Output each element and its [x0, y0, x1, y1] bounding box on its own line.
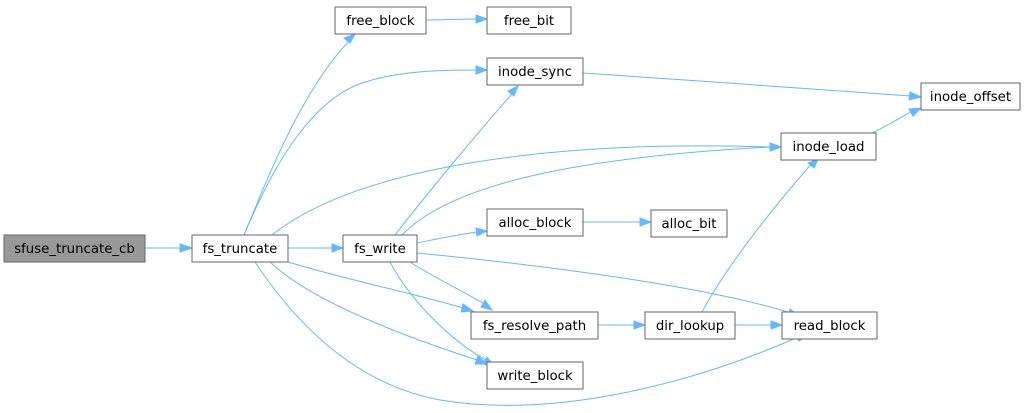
- edge-fs_write-to-inode_load: [401, 142, 783, 236]
- nodes-layer: sfuse_truncate_cb fs_truncate free_block fr…: [3, 6, 1021, 390]
- edge-line: [271, 145, 772, 236]
- edge-line: [701, 161, 814, 313]
- node-box: [486, 361, 584, 390]
- node-inode-sync[interactable]: inode_sync: [486, 57, 584, 86]
- edge-line: [269, 261, 478, 361]
- edge-line: [416, 252, 792, 314]
- arrow-head: [633, 320, 647, 330]
- node-free-block[interactable]: free_block: [334, 6, 427, 35]
- node-box: [486, 57, 584, 86]
- edge-line: [425, 18, 478, 21]
- edge-fs_truncate-to-fs_write: [288, 243, 345, 253]
- node-label: inode_sync: [498, 65, 572, 80]
- edge-inode_load-to-inode_offset: [871, 107, 923, 134]
- node-alloc-block[interactable]: alloc_block: [486, 208, 584, 237]
- node-sfuse-truncate-cb[interactable]: sfuse_truncate_cb: [3, 234, 146, 263]
- arrow-head: [807, 158, 819, 169]
- edge-fs_write-to-fs_resolve_path: [409, 261, 494, 311]
- arrow-head: [475, 227, 489, 237]
- node-box: [342, 234, 418, 263]
- arrow-head: [343, 33, 357, 44]
- arrow-head: [908, 91, 923, 101]
- node-free-bit[interactable]: free_bit: [486, 6, 572, 35]
- node-label: read_block: [794, 319, 866, 334]
- node-box: [486, 208, 584, 237]
- node-label: free_block: [346, 14, 414, 29]
- edge-dir_lookup-to-inode_load: [701, 158, 819, 313]
- edge-line: [243, 69, 478, 236]
- edge-sfuse_truncate_cb-to-fs_truncate: [145, 243, 194, 253]
- edge-fs_truncate-to-free_block: [243, 33, 357, 236]
- edge-line: [582, 72, 912, 97]
- node-fs-truncate[interactable]: fs_truncate: [191, 234, 289, 263]
- edge-line: [416, 231, 478, 244]
- node-fs-resolve-path[interactable]: fs_resolve_path: [470, 311, 599, 340]
- edge-line: [394, 93, 513, 236]
- edge-fs_truncate-to-inode_sync: [243, 65, 489, 236]
- arrow-head: [475, 65, 489, 75]
- node-box: [3, 234, 146, 263]
- node-write-block[interactable]: write_block: [486, 361, 584, 390]
- edge-line: [287, 261, 464, 309]
- node-alloc-bit[interactable]: alloc_bit: [650, 209, 728, 238]
- arrow-head: [507, 84, 519, 97]
- edge-line: [409, 261, 484, 304]
- edge-dir_lookup-to-read_block: [735, 320, 784, 330]
- node-label: write_block: [497, 369, 573, 384]
- arrow-head: [639, 217, 653, 227]
- node-box: [470, 311, 599, 340]
- edge-line: [243, 37, 353, 236]
- edge-line: [871, 109, 915, 134]
- node-box: [486, 6, 572, 35]
- arrow-head: [475, 14, 489, 24]
- node-label: fs_write: [354, 242, 406, 257]
- node-box: [650, 209, 728, 238]
- arrow-head: [908, 107, 923, 117]
- arrow-head: [480, 299, 494, 311]
- node-label: sfuse_truncate_cb: [14, 242, 135, 257]
- node-fs-write[interactable]: fs_write: [342, 234, 418, 263]
- node-label: alloc_bit: [662, 217, 717, 232]
- node-label: free_bit: [504, 14, 554, 29]
- arrow-head: [770, 320, 784, 330]
- node-box: [781, 311, 878, 340]
- edge-fs_resolve_path-to-dir_lookup: [598, 320, 647, 330]
- node-box: [920, 82, 1021, 111]
- edge-free_block-to-free_bit: [425, 14, 489, 24]
- edge-fs_write-to-alloc_block: [416, 227, 489, 244]
- node-label: inode_offset: [930, 90, 1011, 105]
- node-label: alloc_block: [499, 216, 572, 231]
- edge-inode_sync-to-inode_offset: [582, 72, 923, 101]
- node-box: [780, 132, 877, 161]
- node-box: [334, 6, 427, 35]
- edge-fs_write-to-read_block: [416, 252, 802, 318]
- node-box: [191, 234, 289, 263]
- arrow-head: [331, 243, 345, 253]
- arrow-head: [769, 142, 783, 152]
- edge-line: [254, 261, 797, 406]
- node-inode-load[interactable]: inode_load: [780, 132, 877, 161]
- node-dir-lookup[interactable]: dir_lookup: [644, 311, 736, 340]
- arrow-head: [474, 355, 489, 365]
- node-box: [644, 311, 736, 340]
- node-inode-offset[interactable]: inode_offset: [920, 82, 1021, 111]
- node-label: fs_truncate: [203, 242, 278, 257]
- arrow-head: [179, 243, 194, 253]
- edge-fs_truncate-to-write_block: [269, 261, 489, 365]
- edge-line: [389, 261, 487, 361]
- edge-line: [401, 146, 772, 236]
- node-label: dir_lookup: [656, 319, 724, 334]
- edges-layer: [145, 14, 923, 406]
- node-label: inode_load: [793, 140, 865, 155]
- edge-fs_write-to-inode_sync: [394, 84, 519, 236]
- node-label: fs_resolve_path: [483, 319, 586, 334]
- edge-alloc_block-to-alloc_bit: [583, 217, 653, 227]
- arrow-head: [460, 303, 475, 313]
- node-read-block[interactable]: read_block: [781, 311, 878, 340]
- edge-fs_truncate-to-fs_resolve_path: [287, 261, 475, 313]
